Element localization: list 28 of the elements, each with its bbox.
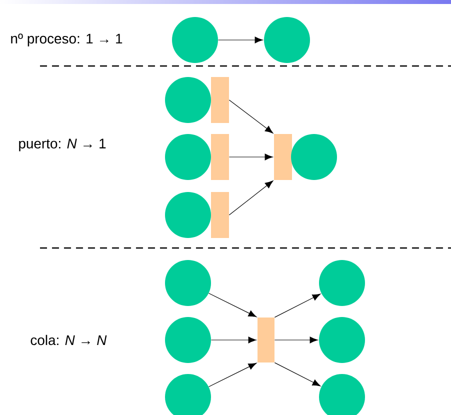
arrow [274, 362, 321, 386]
port-bar [211, 77, 229, 123]
port-bar [258, 318, 274, 362]
arrow [218, 36, 263, 44]
arrow [210, 336, 256, 344]
process-circle [172, 17, 218, 63]
process-circle [165, 134, 211, 180]
arrow [274, 294, 321, 318]
arrow [274, 336, 318, 344]
port-bar [211, 192, 229, 238]
arrow [228, 100, 274, 134]
port-bar [211, 134, 229, 180]
arrow [228, 154, 273, 160]
arrow [208, 293, 257, 318]
process-circle [264, 17, 310, 63]
process-circle [165, 260, 211, 306]
port-bar [274, 134, 292, 180]
process-circle [291, 134, 337, 180]
process-circle [165, 77, 211, 123]
section-label: puerto: N → 1 [19, 138, 106, 152]
section-label: nº proceso: 1 → 1 [11, 34, 122, 46]
process-circle [165, 192, 211, 238]
section-label: cola: N → N [30, 334, 107, 346]
process-circle [319, 260, 365, 306]
arrow [228, 180, 274, 216]
arrow [208, 362, 257, 387]
process-circle [319, 317, 365, 363]
process-circle [165, 317, 211, 363]
